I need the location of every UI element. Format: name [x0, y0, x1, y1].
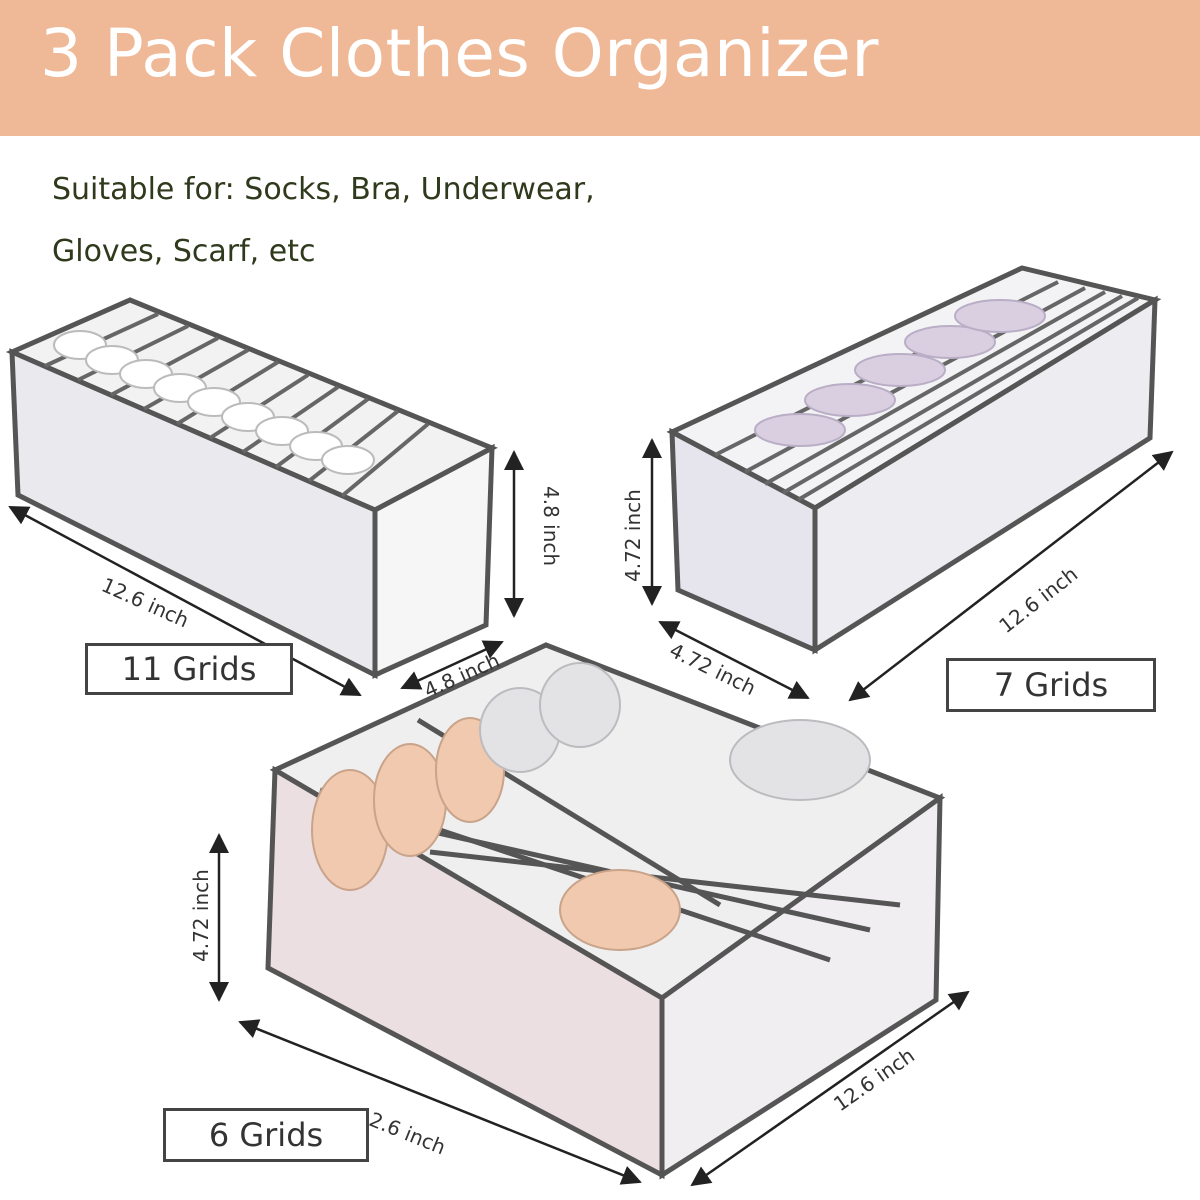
dim-7-width: 4.72 inch [666, 638, 760, 700]
folded-clothes [754, 299, 1046, 447]
dim-11-height: 4.8 inch [539, 486, 563, 566]
grid-count-7: 7 Grids [946, 658, 1156, 712]
dim-7-length: 12.6 inch [994, 562, 1082, 638]
beige-bras [311, 717, 681, 951]
title-banner: 3 Pack Clothes Organizer [0, 0, 1200, 136]
grid-count-6: 6 Grids [163, 1108, 369, 1162]
rolled-clothes [53, 330, 375, 475]
dimension-arrows [8, 438, 1174, 1187]
dim-7-height: 4.72 inch [621, 489, 645, 582]
organizer-7-grids [666, 265, 1162, 655]
page-title: 3 Pack Clothes Organizer [40, 15, 880, 92]
dim-6-height: 4.72 inch [189, 869, 213, 962]
grid-count-11: 11 Grids [85, 643, 293, 695]
dim-11-length: 12.6 inch [98, 573, 193, 633]
suitable-line-2: Gloves, Scarf, etc [52, 234, 316, 269]
suitable-line-1: Suitable for: Socks, Bra, Underwear, [52, 172, 595, 207]
grey-bras [479, 662, 871, 801]
organizer-11-grids [5, 297, 498, 680]
